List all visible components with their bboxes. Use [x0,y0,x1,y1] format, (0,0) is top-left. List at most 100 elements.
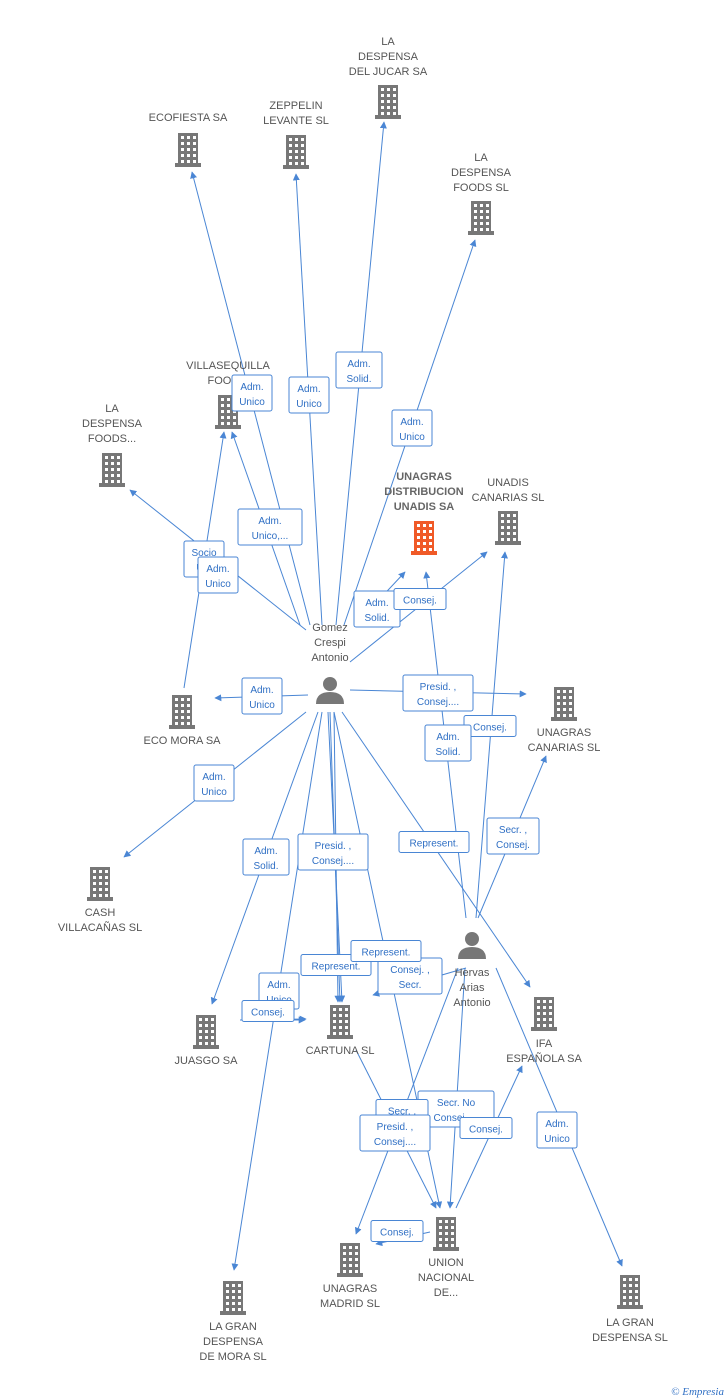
edge-label[interactable]: Adm.Solid. [335,351,383,389]
node-cartuna[interactable]: CARTUNA SL [306,1005,375,1057]
edge-label-text: Adm. [365,598,388,609]
edge-label-text: Solid. [346,374,371,385]
node-label: DESPENSA [358,51,419,63]
node-villasequilla[interactable]: VILLASEQUILLAFOOD... [186,360,271,429]
edge-label[interactable]: Adm.Unico,... [237,508,303,546]
building-icon [87,867,113,901]
building-icon [169,695,195,729]
node-label: LA GRAN [606,1317,654,1329]
edge-label-text: Secr. , [499,825,527,836]
edge-label[interactable]: Secr. , Consej. [486,817,540,855]
edge-label-text: Unico [249,700,275,711]
node-label: CANARIAS SL [528,742,601,754]
brand-watermark[interactable]: © Empresia [671,1386,724,1398]
edge-label-text: Consej.... [417,697,459,708]
edge-label-box [335,351,383,389]
building-icon [283,135,309,169]
edge-label-box [459,1117,513,1139]
node-label: VILLASEQUILLA [186,360,270,372]
edge-label[interactable]: Adm.Unico [193,764,235,802]
edge-label-text: Consej. [496,840,530,851]
node-label: ESPAÑOLA SA [506,1052,582,1065]
edge-label[interactable]: Presid. ,Consej.... [402,674,474,712]
edge-label[interactable]: Adm.Solid. [353,590,401,628]
node-union[interactable]: UNIONNACIONALDE... [418,1217,474,1299]
node-label: DESPENSA [203,1336,264,1348]
copyright-symbol: © [671,1386,680,1398]
edge-label[interactable]: Consej. [463,715,517,737]
edge-label-text: Secr. No [437,1098,476,1109]
edge-label-text: Unico [399,432,425,443]
edge-label-text: Consej. , [390,965,429,976]
edge-label-text: Adm. [297,384,320,395]
edge-label[interactable]: Consej. [370,1220,424,1242]
edge-label[interactable]: Consej. [241,1000,295,1022]
edge-label[interactable]: Adm.Unico [536,1111,578,1149]
building-icon [337,1243,363,1277]
edge-label[interactable]: Represent. [350,940,422,962]
node-label: LA [105,403,119,415]
node-label: DISTRIBUCION [384,486,464,498]
edge-label-text: Presid. , [315,841,352,852]
building-icon [531,997,557,1031]
edge-label-box [350,940,422,962]
edge-label[interactable]: Consej. [459,1117,513,1139]
edge-label[interactable]: Adm.Unico [231,374,273,412]
node-label: FOODS... [88,433,136,445]
node-ecofiesta[interactable]: ECOFIESTA SA [149,112,228,167]
edge-label[interactable]: Consej. ,Secr. [377,957,443,995]
focus-building-icon [411,521,437,555]
building-icon [193,1015,219,1049]
edge-label-text: Unico [239,397,265,408]
edge-label[interactable]: Presid. ,Consej.... [359,1114,431,1152]
node-label: DESPENSA [451,167,512,179]
edge-label-text: Consej. [469,1125,503,1136]
edge-label[interactable]: Adm.Unico [197,556,239,594]
node-juasgo[interactable]: JUASGO SA [175,1015,239,1067]
edge-label-box [486,817,540,855]
edge-label[interactable]: Adm. Solid. [242,838,290,876]
node-label: LA [381,36,395,48]
edge-label-box [242,838,290,876]
building-icon [495,511,521,545]
node-label: NACIONAL [418,1272,474,1284]
edge-label[interactable]: Represent. [398,831,470,853]
edge-label[interactable]: Adm.Unico [241,677,283,715]
edge-label-text: Socio [191,548,216,559]
edge-label[interactable]: Consej. [393,588,447,610]
brand-name: Empresia [682,1386,724,1398]
node-label: UNAGRAS [396,471,452,483]
node-label: UNADIS [487,477,529,489]
edge-label-text: Adm. [254,846,277,857]
edge-label-text: Solid. [253,861,278,872]
edge-label-box [359,1114,431,1152]
edge-hervas-to-union [446,967,466,1209]
node-label: DESPENSA [82,418,143,430]
edge-label[interactable]: Adm.Unico [391,409,433,447]
edge-label[interactable]: Presid. ,Consej.... [297,833,369,871]
node-label: CARTUNA SL [306,1045,375,1057]
node-ecomora[interactable]: ECO MORA SA [143,695,221,747]
edge-label[interactable]: Adm.Solid. [424,724,472,762]
edge-label-text: Consej. [380,1228,414,1239]
edge-label[interactable]: Adm.Unico [288,376,330,414]
edge-label-text: Represent. [410,839,459,850]
building-icon [375,85,401,119]
node-despfoods2[interactable]: LA DESPENSA FOODS... [82,403,143,487]
building-icon [551,687,577,721]
edge-label-text: Consej. [473,723,507,734]
node-label: FOODS SL [453,182,509,194]
